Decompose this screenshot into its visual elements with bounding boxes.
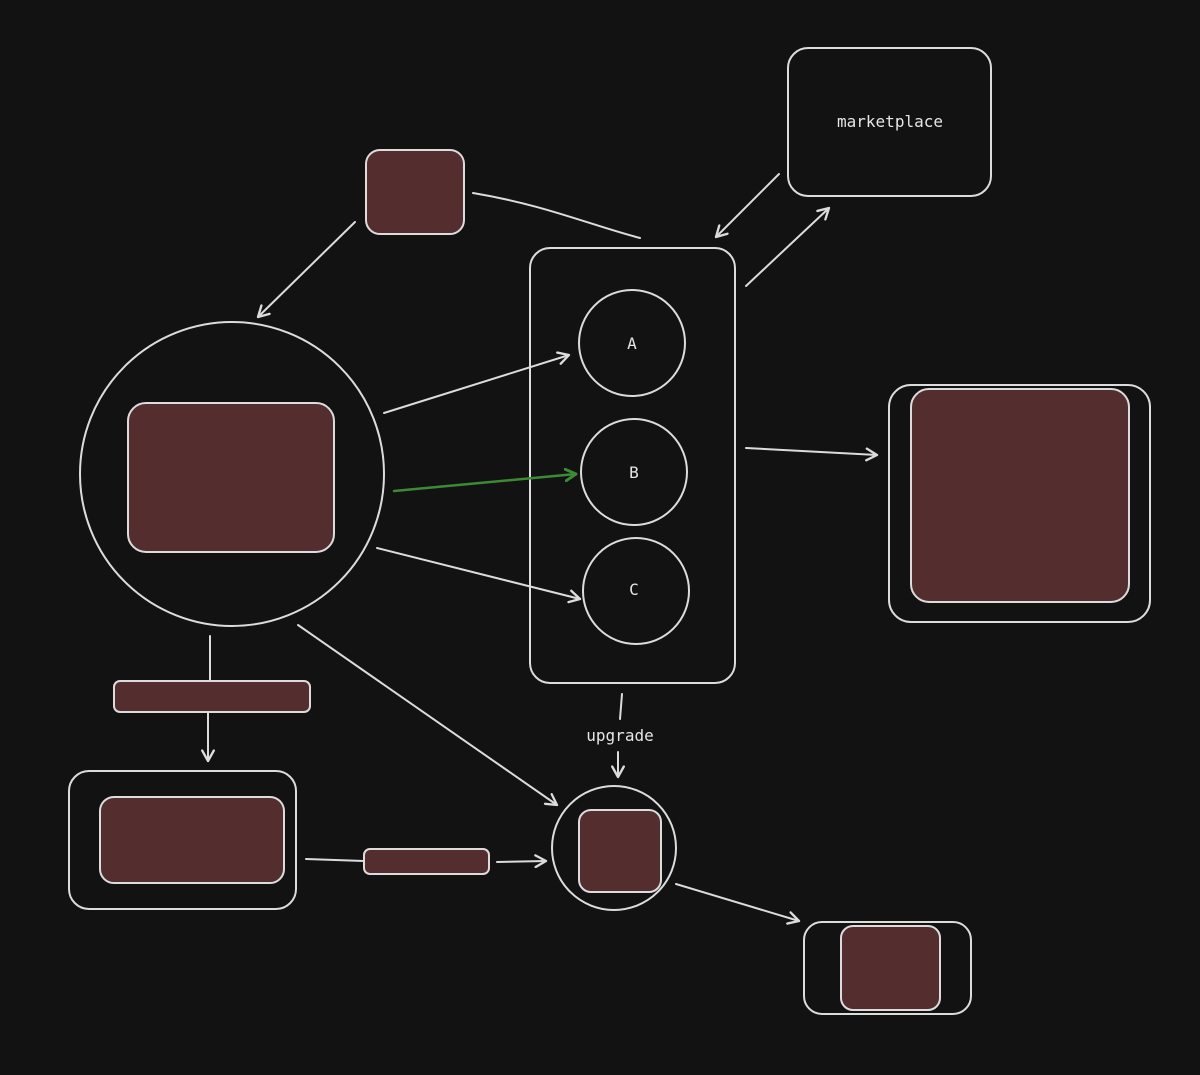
node-c-circle[interactable] (582, 537, 690, 645)
node-c-label: C (629, 580, 639, 599)
node-b[interactable]: B (580, 418, 688, 526)
edge-topbox-to-left-circle (256, 221, 356, 319)
node-a-circle[interactable] (578, 289, 686, 397)
edge-center-to-marketplace (745, 206, 831, 287)
bottom-right-inner-box[interactable] (840, 925, 941, 1011)
node-b-circle[interactable] (580, 418, 688, 526)
edge-marketplace-to-center (714, 173, 780, 239)
edge-left-circle-to-bottom-circle (297, 624, 559, 807)
edge-upgrade-top (619, 693, 623, 720)
edge-bottom-circle-to-bottom-right-box (675, 883, 801, 925)
right-inner-box[interactable] (910, 388, 1130, 603)
node-c[interactable]: C (582, 537, 690, 645)
top-small-box[interactable] (365, 149, 465, 235)
edge-left-circle-to-a (383, 351, 571, 414)
bottom-center-box[interactable] (578, 809, 662, 893)
edge-bottom-left-box-to-middle-bar (305, 858, 365, 862)
edge-left-circle-to-b (392, 474, 576, 493)
left-inner-box[interactable] (127, 402, 335, 553)
left-big-circle[interactable] (79, 321, 385, 627)
right-outer-box[interactable] (888, 384, 1151, 623)
marketplace-node[interactable]: marketplace (787, 47, 992, 197)
edge-left-circle-to-c (376, 547, 582, 604)
bottom-right-outer-box[interactable] (803, 921, 972, 1015)
node-a-label: A (627, 334, 637, 353)
marketplace-label: marketplace (837, 112, 943, 131)
edge-middle-bar-to-bottom-circle (496, 854, 548, 869)
node-b-label: B (629, 463, 639, 482)
bottom-left-inner-box[interactable] (99, 796, 285, 884)
middle-bar[interactable] (363, 848, 490, 875)
left-bar[interactable] (113, 680, 311, 713)
bottom-left-outer-box[interactable] (68, 770, 297, 910)
edge-topbox-to-center-line (472, 192, 641, 239)
upgrade-label: upgrade (586, 726, 653, 745)
marketplace-box[interactable] (787, 47, 992, 197)
edge-center-to-right-box (745, 447, 879, 462)
center-container[interactable] (529, 247, 736, 684)
node-a[interactable]: A (578, 289, 686, 397)
bottom-center-circle[interactable] (551, 785, 677, 911)
